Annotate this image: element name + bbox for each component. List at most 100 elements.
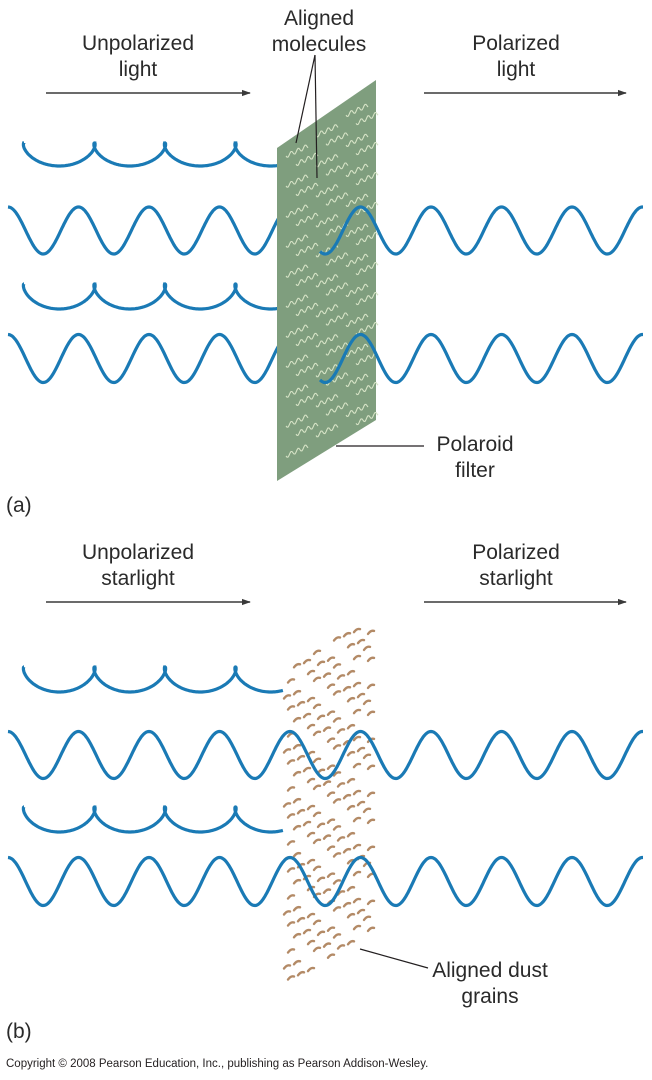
dust-grain	[352, 816, 362, 823]
molecule-squiggle	[325, 132, 349, 146]
molecule-squiggle	[325, 402, 349, 416]
dust-grain	[312, 811, 322, 818]
dust-grain	[366, 845, 376, 852]
dust-grain	[352, 870, 362, 877]
dust-grain	[352, 654, 362, 661]
dust-grain	[306, 966, 316, 973]
molecule-squiggle	[345, 223, 369, 237]
dust-grain	[306, 669, 316, 676]
dust-grain	[342, 901, 352, 908]
molecule-squiggle	[315, 394, 339, 408]
dust-grain	[342, 685, 352, 692]
dust-grain	[296, 808, 306, 815]
dust-grain	[292, 689, 302, 696]
copyright-notice: Copyright © 2008 Pearson Education, Inc.…	[6, 1058, 429, 1070]
molecule-squiggle	[345, 373, 369, 387]
dust-grain	[292, 851, 302, 858]
outgoing-label-b: Polarized starlight	[436, 540, 596, 592]
dust-grain	[302, 712, 312, 719]
vertical-wave-a2-transmitted	[318, 332, 643, 385]
dust-grain	[306, 912, 316, 919]
molecule-squiggle	[345, 403, 369, 417]
dust-grain	[292, 959, 302, 966]
dust-grain	[312, 865, 322, 872]
molecule-squiggle	[285, 174, 309, 188]
molecule-squiggle	[315, 214, 339, 228]
dust-grain	[332, 879, 342, 885]
dust-grain	[346, 642, 356, 649]
dust-grain	[352, 843, 362, 850]
molecule-squiggle	[315, 334, 339, 348]
dust-grain	[312, 649, 322, 656]
dust-grain	[296, 970, 306, 977]
molecule-squiggle	[325, 312, 349, 326]
molecule-squiggle	[345, 163, 369, 177]
incoming-label-a-line1: Unpolarized	[81, 32, 195, 55]
dust-grain	[326, 791, 336, 797]
outgoing-label-a: Polarized light	[436, 31, 596, 83]
dust-grain	[366, 818, 376, 825]
incoming-label-a: Unpolarized light	[44, 31, 232, 83]
dust-grain	[352, 681, 362, 688]
dust-grain	[312, 919, 322, 926]
incoming-label-b-line2: starlight	[101, 567, 175, 590]
molecule-squiggle	[355, 292, 379, 306]
dust-grain	[332, 717, 342, 723]
dust-grain	[356, 638, 366, 645]
molecule-squiggle	[345, 313, 369, 327]
dust-grain	[346, 750, 356, 757]
molecule-squiggle	[355, 142, 379, 156]
dust-grain	[356, 800, 366, 807]
dust-grain	[352, 924, 362, 931]
molecule-squiggle	[295, 212, 319, 226]
molecule-squiggle	[285, 354, 309, 368]
vertical-wave-a1	[7, 205, 322, 256]
molecules-label-line2: molecules	[271, 33, 367, 56]
dust-grain	[362, 915, 372, 922]
dust-grain	[336, 944, 346, 950]
dust-grain	[326, 737, 336, 743]
dust-grain	[356, 692, 366, 699]
dust-grain	[316, 822, 326, 829]
dust-grain	[302, 766, 312, 773]
vertical-wave-a2	[7, 332, 322, 385]
dust-grain	[306, 804, 316, 811]
dust-grain	[316, 876, 326, 883]
molecule-squiggle	[285, 444, 309, 458]
molecules-leader-1	[295, 54, 316, 144]
molecule-squiggle	[355, 202, 379, 216]
molecule-squiggle	[285, 414, 309, 428]
dust-grain	[356, 746, 366, 753]
dust-grain	[306, 723, 316, 730]
dust-grain	[322, 942, 332, 948]
dust-grain	[342, 793, 352, 800]
aligned-molecules	[285, 103, 379, 458]
dust-grain	[296, 916, 306, 923]
dust-grain	[326, 872, 336, 878]
molecule-squiggle	[285, 384, 309, 398]
dust-grain	[306, 831, 316, 838]
molecule-squiggle	[345, 283, 369, 297]
dust-grain	[326, 953, 336, 959]
dust-grain	[286, 786, 296, 792]
molecule-squiggle	[315, 274, 339, 288]
vertical-wave-b1	[7, 729, 643, 781]
dust-grain	[362, 753, 372, 760]
dust-leader	[359, 948, 429, 969]
panel-a	[7, 54, 643, 481]
dust-grain	[296, 754, 306, 761]
dust-grain	[366, 629, 376, 636]
dust-grain	[316, 714, 326, 721]
dust-grain	[332, 663, 342, 669]
dust-grain	[346, 939, 356, 946]
dust-grain	[356, 908, 366, 915]
dust-grain	[296, 700, 306, 707]
dust-grain	[306, 858, 316, 865]
dust-grain	[286, 948, 296, 954]
molecule-squiggle	[345, 193, 369, 207]
dust-grain	[286, 975, 296, 981]
dust-grain	[312, 676, 322, 683]
panel-a-label: (a)	[6, 494, 32, 517]
dust-grain	[332, 690, 342, 696]
